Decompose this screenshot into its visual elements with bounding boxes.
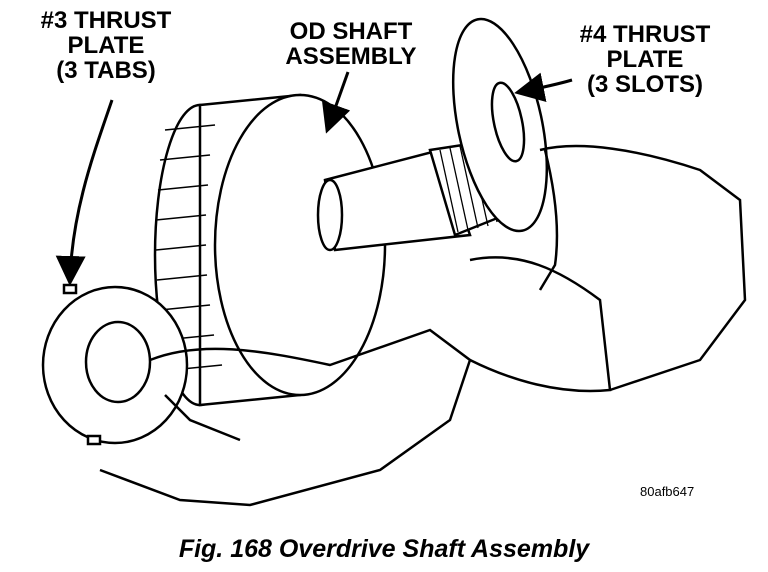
label-line: PLATE <box>67 32 145 59</box>
hands <box>99 144 747 507</box>
arrow-thrust-plate-3 <box>55 99 114 286</box>
figure-caption: Fig. 168 Overdrive Shaft Assembly <box>178 535 590 563</box>
thrust-plate-4 <box>451 17 549 233</box>
arrow-od-shaft <box>321 71 351 134</box>
label-line: ASSEMBLY <box>285 43 417 70</box>
label-line: OD SHAFT <box>289 18 413 45</box>
label-thrust-plate-4: #4 THRUST PLATE (3 SLOTS) <box>560 22 730 97</box>
label-line: (3 SLOTS) <box>586 71 703 98</box>
label-thrust-plate-3: #3 THRUST PLATE (3 TABS) <box>22 8 190 83</box>
label-line: #3 THRUST <box>40 7 172 34</box>
figure-code: 80afb647 <box>640 484 695 499</box>
callout-arrows <box>55 71 573 286</box>
label-od-shaft: OD SHAFT ASSEMBLY <box>266 19 436 69</box>
thrust-plate-3 <box>41 283 189 446</box>
label-line: #4 THRUST <box>579 21 711 48</box>
label-line: (3 TABS) <box>56 57 156 84</box>
label-line: PLATE <box>606 46 684 73</box>
arrow-thrust-plate-4 <box>514 72 573 103</box>
